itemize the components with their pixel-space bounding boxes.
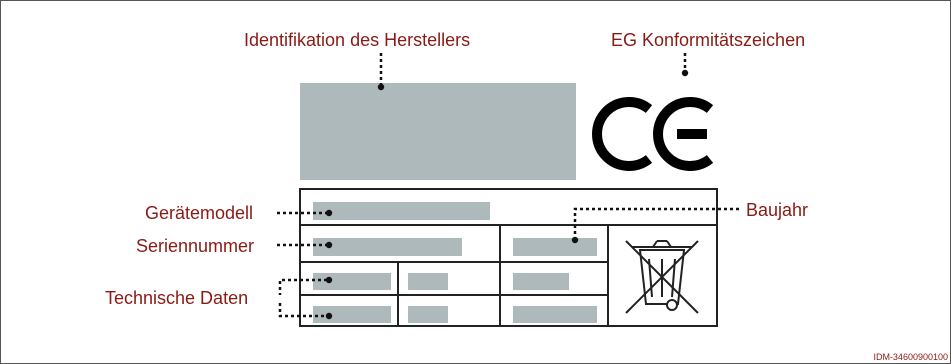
label-manufacturer: Identifikation des Herstellers [244, 30, 471, 50]
tech-field-3 [513, 273, 569, 290]
tech-field-6 [513, 306, 597, 323]
tech-field-4 [313, 306, 391, 323]
year-leader [573, 207, 741, 240]
crossed-out-wheelie-bin-icon [625, 240, 699, 314]
ce-mark-icon [592, 97, 714, 171]
model-field [313, 202, 490, 220]
year-field [513, 238, 597, 256]
tech-field-2 [408, 273, 448, 290]
tech-field-1 [313, 273, 391, 290]
label-model: Gerätemodell [145, 203, 254, 223]
label-year: Baujahr [746, 200, 809, 220]
reference-code: IDM-34600900100 [873, 352, 948, 362]
label-serial: Seriennummer [136, 236, 255, 256]
technical-leader-bottom [278, 303, 327, 318]
label-technical: Technische Daten [105, 288, 249, 308]
serial-field [313, 238, 462, 256]
nameplate-table [299, 188, 718, 327]
manufacturer-id-area [300, 83, 576, 180]
label-ce-mark: EG Konformitätszeichen [611, 30, 806, 50]
technical-leader-top [278, 278, 327, 295]
leader-lines [277, 53, 741, 318]
tech-field-5 [408, 306, 448, 323]
leader-markers [325, 69, 689, 320]
